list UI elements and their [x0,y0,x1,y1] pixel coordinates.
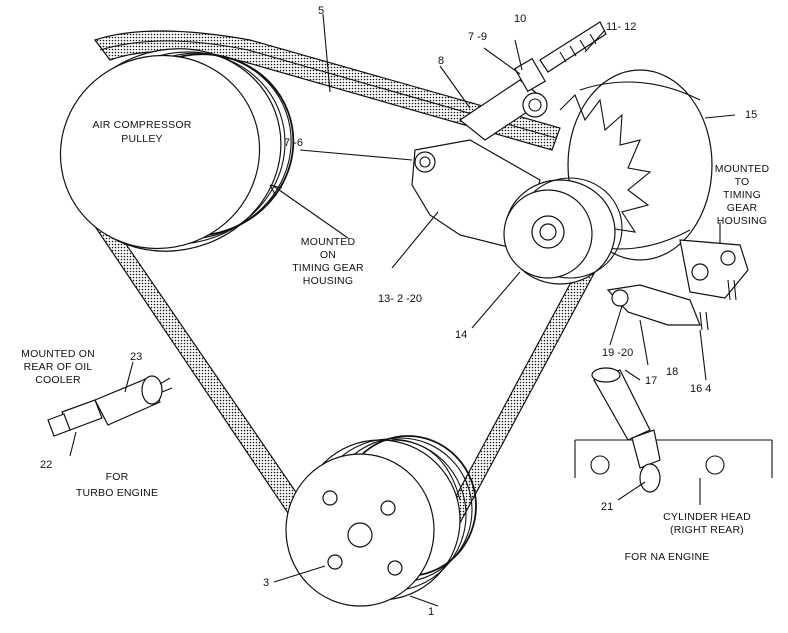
captions: AIR COMPRESSOR PULLEY MOUNTED ON TIMING … [21,119,769,563]
caption-mounted-to-3: TIMING [723,189,761,201]
caption-oil-cooler-3: COOLER [35,374,81,386]
caption-mounted-on-4: HOUSING [303,275,353,287]
callout-8: 8 [438,55,444,67]
air-compressor-pulley [59,48,295,252]
callout-3: 3 [263,577,269,589]
caption-mounted-to-5: HOUSING [717,215,767,227]
callout-21: 21 [601,501,613,513]
callout-19-20: 19 -20 [602,347,633,359]
caption-turbo-2: TURBO ENGINE [76,487,158,499]
caption-mounted-to-2: TO [735,176,750,188]
callout-numbers: 1 3 5 7 -6 7 -9 8 10 11- 12 13- 2 -20 14… [40,5,757,618]
caption-mounted-to-4: GEAR [727,202,758,214]
callout-5: 5 [318,5,324,17]
crankshaft-pulley [285,435,477,607]
leader-lines [69,13,736,607]
drive-belts [91,30,613,561]
caption-oil-cooler-1: MOUNTED ON [21,348,95,360]
callout-13: 13- 2 -20 [378,293,422,305]
callout-1: 1 [428,606,434,618]
caption-air-compressor-1: AIR COMPRESSOR [92,119,191,131]
callout-18: 18 [666,366,678,378]
callout-23: 23 [130,351,142,363]
caption-mounted-on-3: TIMING GEAR [292,262,364,274]
upper-belt-inner [99,40,557,139]
callout-7-9: 7 -9 [468,31,487,43]
callout-15: 15 [745,109,757,121]
callout-7-6: 7 -6 [284,137,303,149]
callout-17: 17 [645,375,657,387]
alternator-assembly [411,21,749,331]
callout-22: 22 [40,459,52,471]
upper-belt-outer [94,30,561,151]
caption-cylinder-head-1: CYLINDER HEAD [663,511,751,523]
caption-cylinder-head-2: (RIGHT REAR) [670,524,744,536]
callout-10: 10 [514,13,526,25]
caption-mounted-on-2: ON [320,249,336,261]
caption-na-engine: FOR NA ENGINE [625,551,710,563]
caption-air-compressor-2: PULLEY [121,133,162,145]
caption-mounted-on-1: MOUNTED [301,236,356,248]
oil-cooler-sensor [47,375,173,437]
callout-11-12: 11- 12 [606,21,636,33]
callout-14: 14 [455,329,467,341]
na-engine-sensor [574,367,773,493]
caption-turbo-1: FOR [106,471,129,483]
caption-oil-cooler-2: REAR OF OIL [24,361,93,373]
caption-mounted-to-1: MOUNTED [715,163,770,175]
callout-16-4: 16 4 [690,383,711,395]
